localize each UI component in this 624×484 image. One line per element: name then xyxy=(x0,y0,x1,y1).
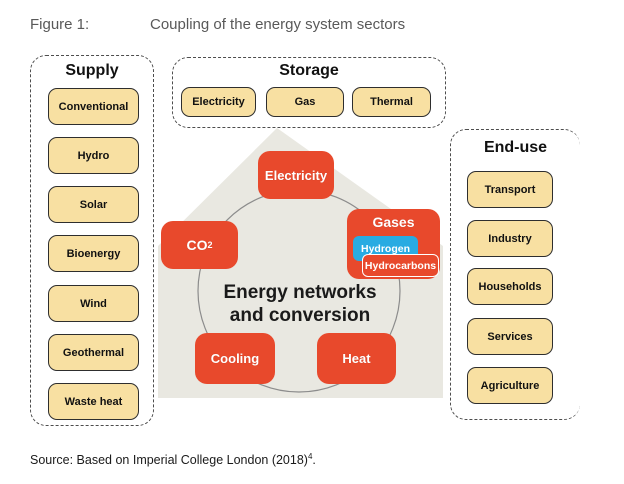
end-use-title: End-use xyxy=(483,139,548,156)
supply-panel: Supply Conventional Hydro Solar Bioenerg… xyxy=(30,55,154,426)
co2-subscript: 2 xyxy=(207,240,213,250)
storage-title: Storage xyxy=(279,62,339,79)
supply-item-bioenergy: Bioenergy xyxy=(48,235,139,272)
supply-item-solar: Solar xyxy=(48,186,139,223)
figure-caption: Figure 1: Coupling of the energy system s… xyxy=(30,16,405,33)
house-pentagon xyxy=(158,128,443,398)
figure-title: Coupling of the energy system sectors xyxy=(150,16,406,33)
storage-item-gas: Gas xyxy=(266,87,344,117)
source-text: Source: Based on Imperial College London… xyxy=(30,453,308,468)
source-footnote-number: 4 xyxy=(307,452,313,461)
source-period: . xyxy=(312,453,316,468)
end-use-item-agriculture: Agriculture xyxy=(467,367,553,404)
supply-item-wind: Wind xyxy=(48,285,139,322)
end-use-item-services: Services xyxy=(467,318,553,355)
node-heat: Heat xyxy=(317,333,396,384)
storage-item-thermal: Thermal xyxy=(352,87,431,117)
supply-item-conventional: Conventional xyxy=(48,88,139,125)
center-label-line1: Energy networks xyxy=(223,282,377,303)
node-hydrocarbons: Hydrocarbons xyxy=(362,254,439,277)
end-use-item-households: Households xyxy=(467,268,553,305)
node-cooling: Cooling xyxy=(195,333,275,384)
storage-item-electricity: Electricity xyxy=(181,87,256,117)
co2-text: CO xyxy=(186,237,208,253)
center-label: Energy networks and conversion xyxy=(190,281,410,327)
node-electricity: Electricity xyxy=(258,151,334,199)
supply-item-hydro: Hydro xyxy=(48,137,139,174)
center-label-line2: and conversion xyxy=(229,305,371,327)
source-note: Source: Based on Imperial College London… xyxy=(30,452,316,467)
end-use-item-industry: Industry xyxy=(467,220,553,257)
end-use-item-transport: Transport xyxy=(467,171,553,208)
storage-panel: Storage Electricity Gas Thermal xyxy=(172,57,446,128)
supply-title: Supply xyxy=(65,62,119,79)
supply-item-geothermal: Geothermal xyxy=(48,334,139,371)
figure-label: Figure 1: xyxy=(30,16,90,33)
end-use-panel: End-use Transport Industry Households Se… xyxy=(450,129,580,420)
supply-item-waste-heat: Waste heat xyxy=(48,383,139,420)
